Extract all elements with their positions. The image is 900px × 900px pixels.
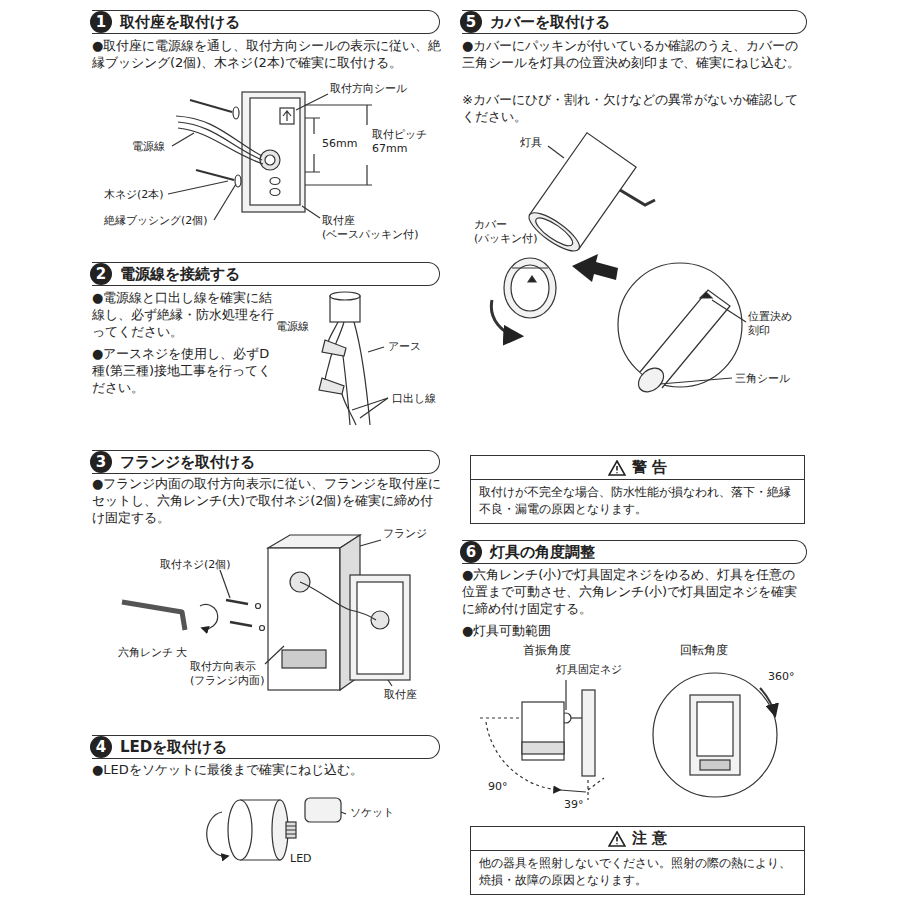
part-label: アース [388, 340, 421, 354]
step-banner: 2 電源線を接続する [92, 262, 440, 286]
part-label: 口出し線 [392, 392, 436, 406]
instruction-text: ●アースネジを使用し、必ずD種(第三種)接地工事を行ってください。 [92, 346, 274, 397]
part-label: 取付ネジ(2個) [160, 558, 231, 572]
part-label: 90° [488, 780, 508, 794]
step-banner: 6 灯具の角度調整 [462, 540, 807, 564]
part-label: 六角レンチ 大 [118, 646, 188, 660]
step-title: LEDを取付ける [120, 738, 227, 757]
instruction-text: ●カバーにパッキンが付いているか確認のうえ、カバーの三角シールを灯具の位置決め刻… [462, 38, 807, 72]
warning-text: 取付けが不完全な場合、防水性能が損なわれ、落下・絶縁不良・漏電の原因となります。 [471, 480, 804, 523]
warning-heading: 注 意 [632, 829, 667, 848]
warning-icon [608, 831, 626, 847]
step-banner: 1 取付座を取付ける [92, 10, 440, 34]
step-number: 5 [460, 11, 482, 33]
part-label: 灯具固定ネジ [556, 663, 622, 677]
instruction-text: ※カバーにひび・割れ・欠けなどの異常がないか確認してください。 [462, 92, 807, 126]
part-label: 取付座 [384, 688, 417, 702]
step-title: 電源線を接続する [120, 265, 240, 284]
part-label: 取付方向シール [330, 82, 407, 96]
part-label: 三角シール [735, 372, 790, 386]
step-number: 6 [460, 541, 482, 563]
instruction-text: ●LEDをソケットに最後まで確実にねじ込む。 [92, 762, 442, 779]
part-label: 取付ピッチ 67mm [372, 128, 434, 157]
instruction-text: ●フランジ内面の取付方向表示に従い、フランジを取付座にセットし、六角レンチ(大)… [92, 476, 442, 527]
step-banner: 4 LEDを取付ける [92, 735, 440, 759]
part-label: LED [290, 852, 312, 866]
part-label: 木ネジ(2本) [104, 188, 164, 202]
part-label: 電源線 [276, 320, 309, 334]
step-number: 4 [90, 736, 112, 758]
part-label: 電源線 [132, 140, 165, 154]
warning-heading-row: 警 告 [471, 456, 804, 480]
step-title: フランジを取付ける [120, 453, 255, 472]
step-banner: 5 カバーを取付ける [462, 10, 807, 34]
part-label: 取付座 (ベースパッキン付) [322, 214, 437, 243]
part-label: カバー (パッキン付) [474, 218, 549, 247]
step-title: 灯具の角度調整 [490, 543, 595, 562]
instruction-text: ●電源線と口出し線を確実に結線し、必ず絶縁・防水処理を行ってください。 [92, 290, 274, 341]
warning-text: 他の器具を照射しないでください。照射の際の熱により、焼損・故障の原因となります。 [471, 851, 804, 894]
warning-box: 注 意他の器具を照射しないでください。照射の際の熱により、焼損・故障の原因となり… [470, 826, 805, 895]
instruction-text: ●六角レンチ(小)で灯具固定ネジをゆるめ、灯具を任意の位置まで可動させ、六角レン… [462, 567, 807, 618]
part-label: 回転角度 [680, 643, 728, 659]
step-number: 1 [90, 11, 112, 33]
part-label: 39° [564, 798, 584, 812]
part-label: フランジ [383, 527, 427, 541]
part-label: 360° [768, 670, 795, 684]
warning-heading: 警 告 [632, 458, 667, 477]
instruction-text: ●取付座に電源線を通し、取付方向シールの表示に従い、絶縁ブッシング(2個)、木ネ… [92, 38, 442, 72]
part-label: 首振角度 [523, 643, 571, 659]
warning-box: 警 告取付けが不完全な場合、防水性能が損なわれ、落下・絶縁不良・漏電の原因となり… [470, 455, 805, 524]
part-label: 位置決め 刻印 [748, 310, 798, 339]
part-label: ソケット [350, 806, 394, 820]
step-number: 2 [90, 263, 112, 285]
step-banner: 3 フランジを取付ける [92, 450, 440, 474]
part-label: 絶縁ブッシング(2個) [104, 214, 208, 228]
step-title: カバーを取付ける [490, 13, 610, 32]
step-title: 取付座を取付ける [120, 13, 240, 32]
warning-heading-row: 注 意 [471, 827, 804, 851]
part-label: 取付方向表示 (フランジ内面) [190, 660, 285, 689]
part-label: 56mm [322, 137, 357, 151]
part-label: 灯具 [520, 136, 542, 150]
warning-icon [608, 460, 626, 476]
instruction-text: ●灯具可動範囲 [462, 623, 551, 640]
step-number: 3 [90, 451, 112, 473]
